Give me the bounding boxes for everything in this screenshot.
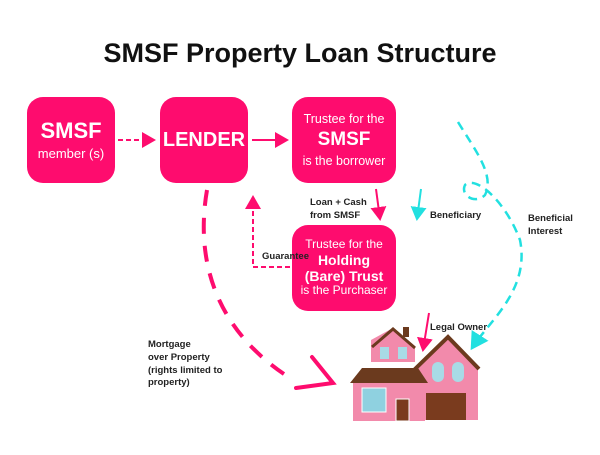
holding-line4: is the Purchaser — [300, 283, 388, 298]
trustee-smsf-line2: SMSF — [317, 129, 371, 151]
house-icon — [350, 327, 481, 422]
holding-line1: Trustee for the — [305, 237, 383, 252]
holding-line2: Holding — [317, 251, 371, 268]
trustee-smsf-box: Trustee for the SMSF is the borrower — [292, 97, 396, 183]
smsf-member-title: SMSF — [40, 117, 102, 143]
holding-line3: (Bare) Trust — [304, 268, 384, 284]
page-title: SMSF Property Loan Structure — [103, 38, 497, 68]
loan-cash-label: Loan + Cash from SMSF — [310, 197, 367, 222]
mortgage-label: Mortgage over Property (rights limited t… — [148, 339, 223, 389]
trustee-smsf-line3: is the borrower — [302, 153, 386, 168]
smsf-member-box: SMSF member (s) — [27, 97, 115, 183]
lender-box: LENDER — [160, 97, 248, 183]
legal-owner-arrow — [417, 312, 433, 352]
guarantee-arrow — [245, 195, 290, 268]
lender-title: LENDER — [162, 128, 246, 151]
beneficiary-arrow — [410, 188, 427, 221]
legal-owner-label: Legal Owner — [430, 322, 488, 333]
beneficiary-label: Beneficiary — [430, 210, 482, 221]
beneficial-interest-label: Beneficial Interest — [528, 213, 573, 238]
smsf-member-subtitle: member (s) — [37, 146, 105, 162]
holding-trust-box: Trustee for the Holding (Bare) Trust is … — [292, 225, 396, 311]
mortgage-arrowhead — [294, 355, 337, 390]
trustee-smsf-line1: Trustee for the — [303, 111, 385, 126]
guarantee-label: Guarantee — [262, 251, 309, 262]
beneficial-interest-arrow — [456, 121, 523, 351]
loan-cash-arrow — [370, 188, 387, 221]
